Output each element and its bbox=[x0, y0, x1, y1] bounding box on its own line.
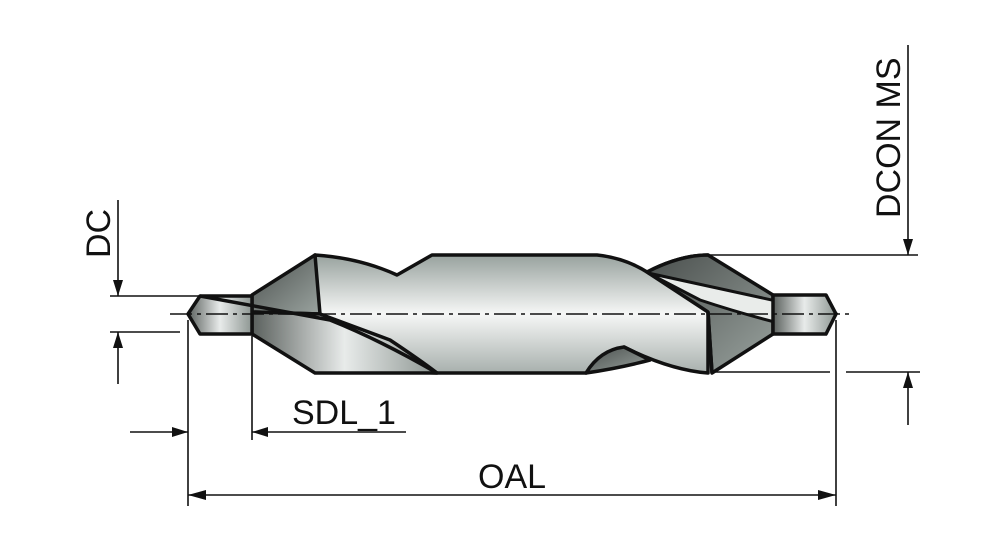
left-flute bbox=[250, 310, 439, 375]
dimension-lines bbox=[110, 45, 920, 506]
dc-label: DC bbox=[80, 209, 118, 258]
dcon-arrow-up-icon bbox=[903, 372, 913, 388]
dc-arrow-down-icon bbox=[113, 280, 123, 296]
dcon-ms-label: DCON MS bbox=[870, 57, 908, 218]
sdl-1-label: SDL_1 bbox=[292, 394, 396, 432]
right-pilot bbox=[771, 293, 838, 336]
left-cone bbox=[250, 253, 322, 316]
right-cone-edge bbox=[706, 311, 714, 374]
dc-arrow-up-icon bbox=[113, 332, 123, 348]
left-flute-edge bbox=[199, 294, 438, 375]
sdl-arrow-right-icon bbox=[172, 427, 188, 437]
oal-arrow-left-icon bbox=[188, 490, 206, 500]
drill-body bbox=[170, 253, 850, 375]
right-bottom-notch bbox=[584, 345, 652, 375]
sdl-arrow-left-icon bbox=[252, 427, 268, 437]
dcon-arrow-down-icon bbox=[903, 239, 913, 255]
oal-label: OAL bbox=[478, 458, 546, 496]
oal-arrow-right-icon bbox=[818, 490, 836, 500]
left-pilot bbox=[186, 294, 254, 336]
